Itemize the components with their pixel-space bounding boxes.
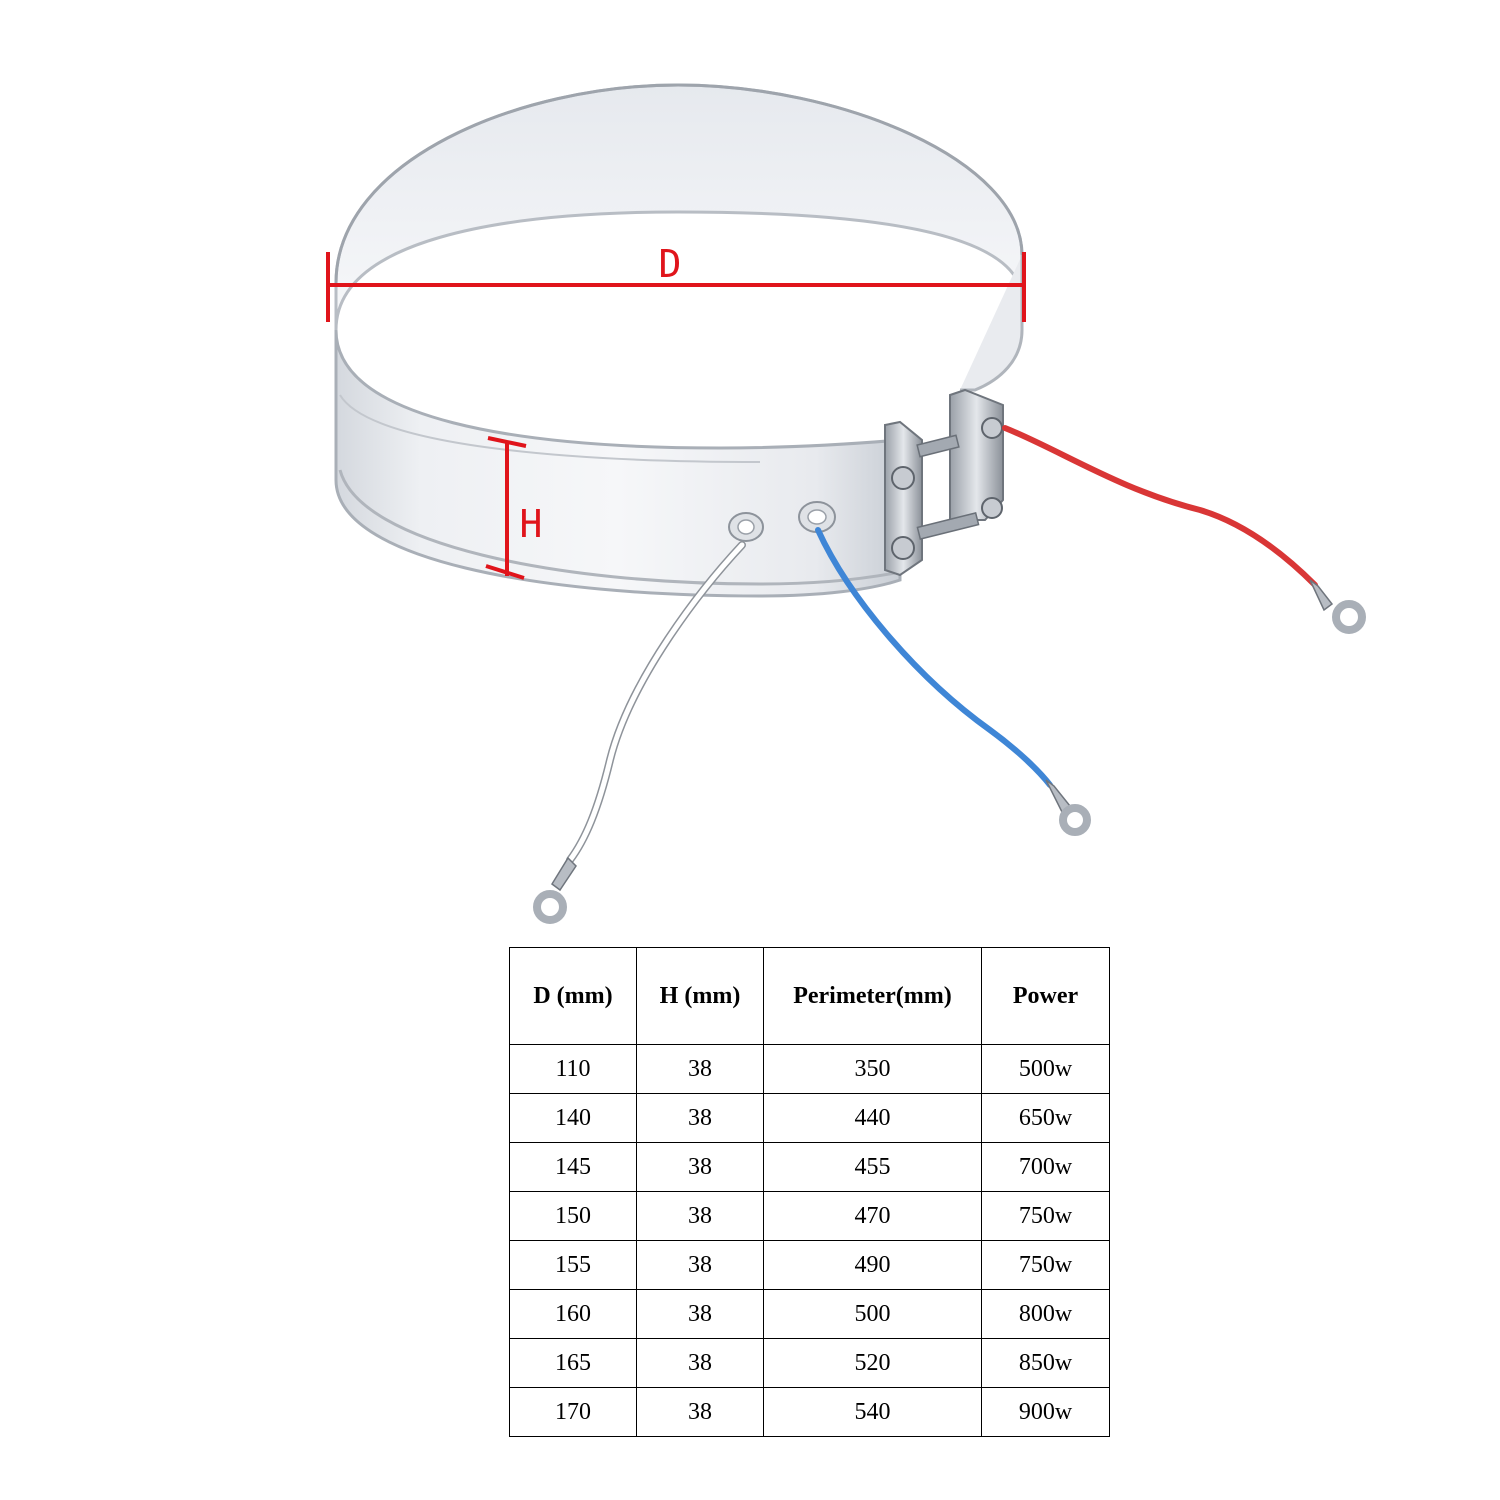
specification-table: D (mm) H (mm) Perimeter(mm) Power 110 38…: [509, 947, 1110, 1437]
cell-perimeter: 470: [763, 1191, 982, 1241]
ring-terminals: [533, 579, 1366, 924]
cell-height: 38: [636, 1240, 764, 1290]
cell-perimeter: 520: [763, 1338, 982, 1388]
cell-power: 700w: [981, 1142, 1110, 1192]
table-row: 160 38 500 800w: [509, 1289, 1110, 1339]
cell-power: 900w: [981, 1387, 1110, 1437]
header-height: H (mm): [636, 947, 764, 1045]
cell-power: 750w: [981, 1191, 1110, 1241]
table-row: 140 38 440 650w: [509, 1093, 1110, 1143]
cell-perimeter: 500: [763, 1289, 982, 1339]
table-row: 110 38 350 500w: [509, 1044, 1110, 1094]
cell-power: 650w: [981, 1093, 1110, 1143]
cell-power: 800w: [981, 1289, 1110, 1339]
heater-band-illustration: D H: [326, 83, 1366, 924]
cell-diameter: 110: [509, 1044, 637, 1094]
height-label: H: [520, 502, 543, 546]
table-row: 145 38 455 700w: [509, 1142, 1110, 1192]
diameter-dimension: D: [326, 242, 1026, 322]
cell-diameter: 160: [509, 1289, 637, 1339]
cell-height: 38: [636, 1338, 764, 1388]
cell-height: 38: [636, 1387, 764, 1437]
header-perimeter: Perimeter(mm): [763, 947, 982, 1045]
blue-wire: [815, 527, 1053, 788]
header-power: Power: [981, 947, 1110, 1045]
table-row: 170 38 540 900w: [509, 1387, 1110, 1437]
cell-height: 38: [636, 1289, 764, 1339]
cell-diameter: 165: [509, 1338, 637, 1388]
red-wire: [1002, 425, 1318, 588]
cell-power: 850w: [981, 1338, 1110, 1388]
cell-height: 38: [636, 1191, 764, 1241]
cell-power: 500w: [981, 1044, 1110, 1094]
lead-wires: [566, 425, 1318, 864]
cell-power: 750w: [981, 1240, 1110, 1290]
cell-perimeter: 490: [763, 1240, 982, 1290]
cell-perimeter: 440: [763, 1093, 982, 1143]
cell-height: 38: [636, 1142, 764, 1192]
cell-diameter: 155: [509, 1240, 637, 1290]
diameter-label: D: [659, 242, 682, 286]
cell-height: 38: [636, 1044, 764, 1094]
terminal-bracket: [884, 388, 1004, 577]
height-dimension: H: [485, 436, 543, 580]
table-row: 150 38 470 750w: [509, 1191, 1110, 1241]
table-row: 165 38 520 850w: [509, 1338, 1110, 1388]
table-row: 155 38 490 750w: [509, 1240, 1110, 1290]
table-header-row: D (mm) H (mm) Perimeter(mm) Power: [509, 947, 1110, 1045]
cell-diameter: 145: [509, 1142, 637, 1192]
cell-diameter: 150: [509, 1191, 637, 1241]
terminal-posts: [728, 501, 836, 542]
cell-perimeter: 455: [763, 1142, 982, 1192]
cell-diameter: 170: [509, 1387, 637, 1437]
header-diameter: D (mm): [509, 947, 637, 1045]
cell-diameter: 140: [509, 1093, 637, 1143]
cell-height: 38: [636, 1093, 764, 1143]
cell-perimeter: 540: [763, 1387, 982, 1437]
cell-perimeter: 350: [763, 1044, 982, 1094]
